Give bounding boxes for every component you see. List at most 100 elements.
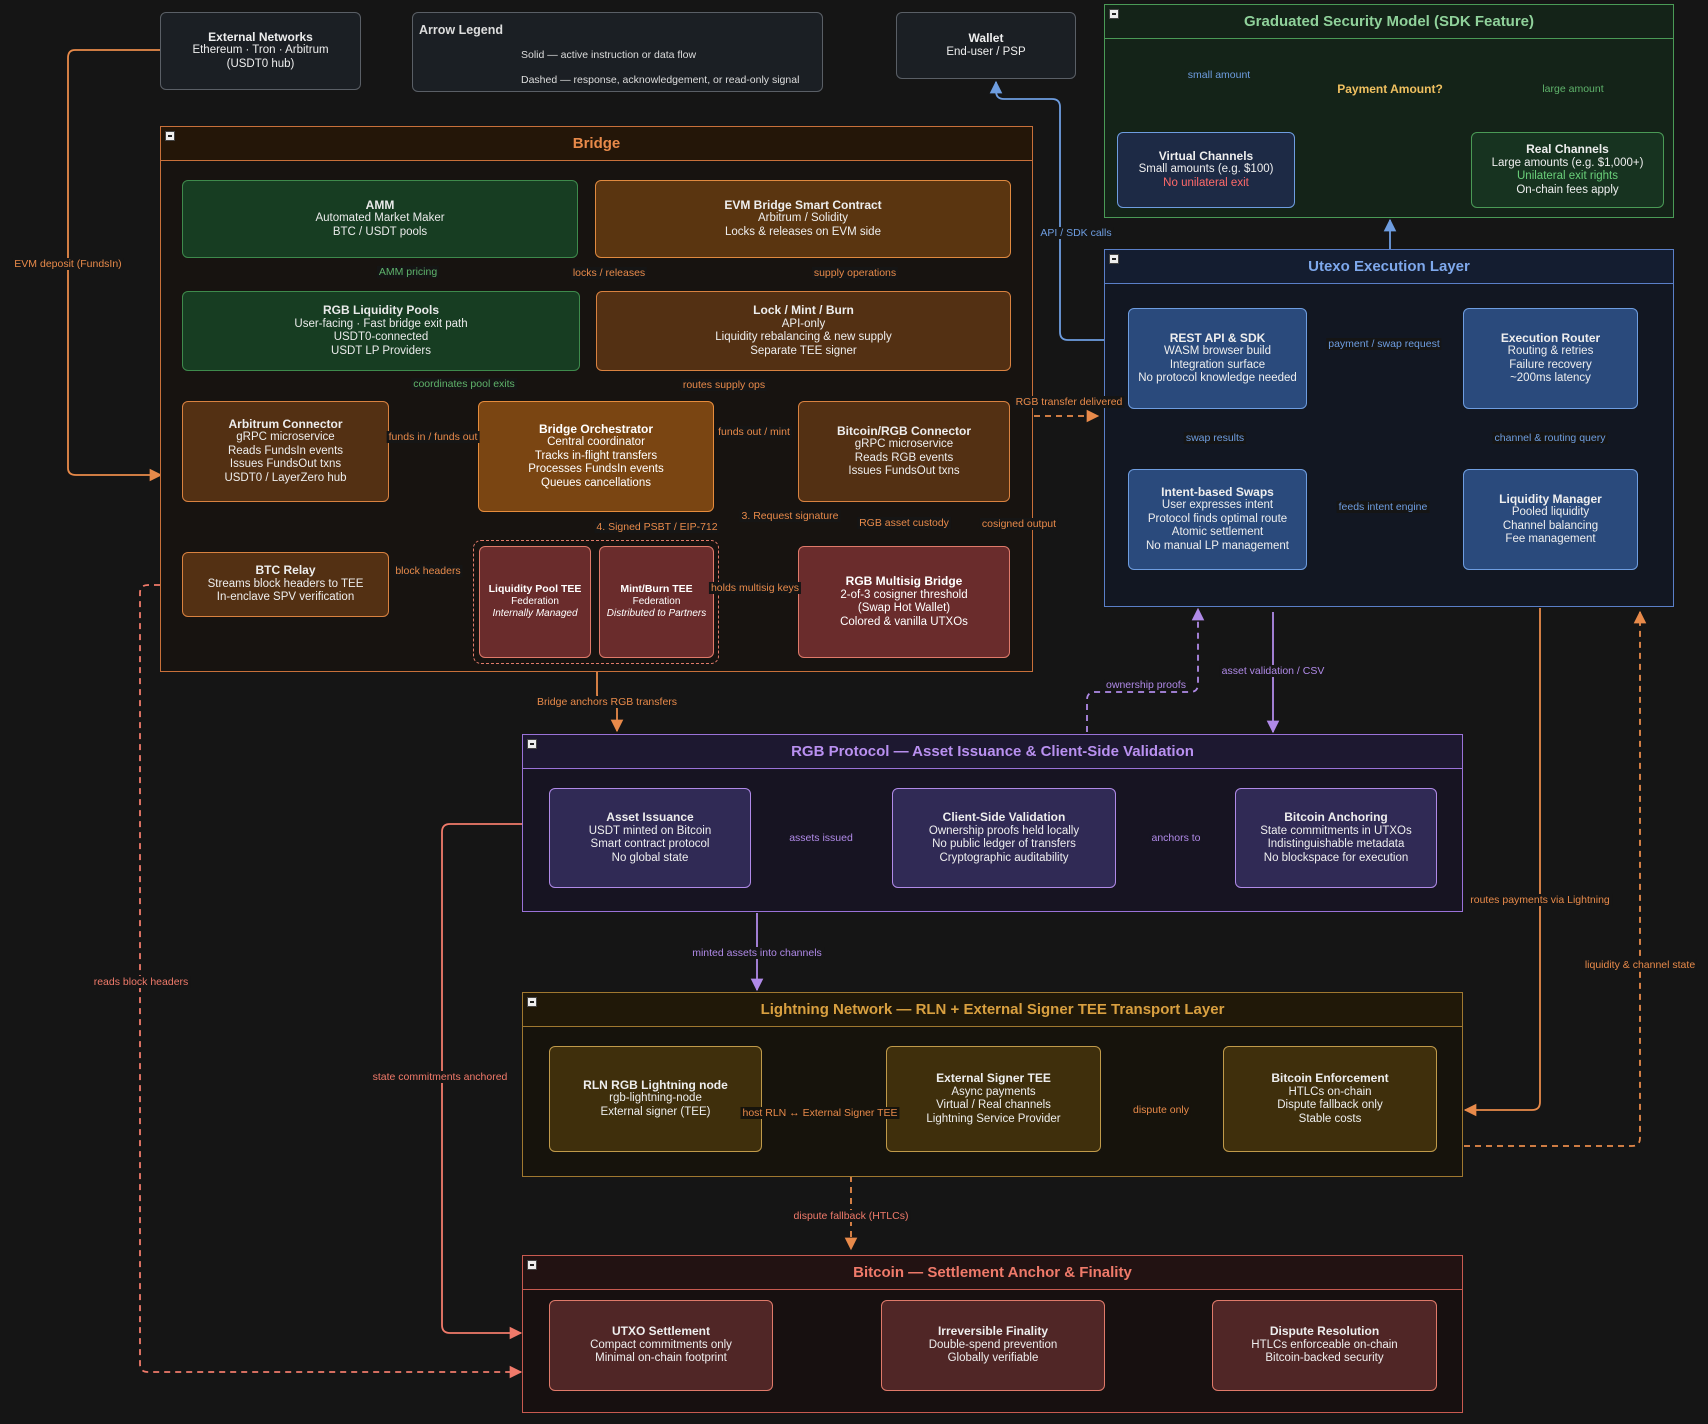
signer-line-2: Virtual / Real channels bbox=[936, 1099, 1051, 1111]
router-line-3: ~200ms latency bbox=[1510, 372, 1591, 384]
bitcoin-enforcement-node: Bitcoin Enforcement HTLCs on-chain Dispu… bbox=[1223, 1046, 1437, 1152]
label-funds-in-out: funds in / funds out bbox=[386, 431, 480, 443]
enforce-title: Bitcoin Enforcement bbox=[1271, 1071, 1389, 1085]
execution-router-node: Execution Router Routing & retries Failu… bbox=[1463, 308, 1638, 409]
collapse-icon[interactable] bbox=[165, 131, 175, 141]
enforce-line-3: Stable costs bbox=[1298, 1112, 1362, 1125]
pools-line-1: User-facing · Fast bridge exit path bbox=[294, 317, 468, 330]
collapse-icon[interactable] bbox=[1109, 9, 1119, 19]
label-holds-keys: holds multisig keys bbox=[708, 582, 802, 594]
tee-federation-cluster bbox=[473, 540, 719, 664]
virtual-title: Virtual Channels bbox=[1158, 148, 1254, 163]
issuance-line-1: USDT minted on Bitcoin bbox=[588, 824, 712, 837]
utxo-line-1: Compact commitments only bbox=[590, 1338, 732, 1351]
virtual-line-1: Small amounts (e.g. $100) bbox=[1138, 163, 1274, 176]
collapse-icon[interactable] bbox=[1109, 254, 1119, 264]
lmb-line-3: Separate TEE signer bbox=[750, 344, 857, 357]
ln-title: Lightning Network — RLN + External Signe… bbox=[523, 993, 1462, 1027]
real-extra: On-chain fees apply bbox=[1516, 183, 1619, 196]
bitcoin-anchoring-node: Bitcoin Anchoring State commitments in U… bbox=[1235, 788, 1437, 888]
orch-line-1: Central coordinator bbox=[547, 436, 645, 449]
label-minted-channels: minted assets into channels bbox=[690, 947, 824, 959]
label-amm-pricing: AMM pricing bbox=[376, 266, 440, 278]
pools-line-3: USDT LP Providers bbox=[331, 344, 431, 357]
btc-relay-node: BTC Relay Streams block headers to TEE I… bbox=[182, 552, 389, 617]
liq-title: Liquidity Manager bbox=[1499, 491, 1602, 506]
label-anchors-to: anchors to bbox=[1149, 832, 1203, 844]
relay-line-1: Streams block headers to TEE bbox=[207, 577, 364, 590]
arb-line-1: gRPC microservice bbox=[236, 431, 335, 444]
multisig-line-2: (Swap Hot Wallet) bbox=[857, 602, 951, 614]
collapse-icon[interactable] bbox=[527, 997, 537, 1007]
lmb-title: Lock / Mint / Burn bbox=[753, 303, 854, 317]
anchor-line-3: No blockspace for execution bbox=[1263, 851, 1409, 864]
pools-title: RGB Liquidity Pools bbox=[323, 303, 439, 317]
collapse-icon[interactable] bbox=[527, 739, 537, 749]
amm-node: AMM Automated Market Maker BTC / USDT po… bbox=[182, 180, 578, 258]
label-supply-ops: supply operations bbox=[811, 267, 899, 279]
client-side-validation-node: Client-Side Validation Ownership proofs … bbox=[892, 788, 1116, 888]
real-line-1: Large amounts (e.g. $1,000+) bbox=[1491, 156, 1644, 169]
label-routes-supply: routes supply ops bbox=[680, 379, 768, 391]
arb-line-3: Issues FundsOut txns bbox=[229, 458, 342, 471]
label-reads-headers: reads block headers bbox=[91, 976, 191, 988]
orch-line-4: Queues cancellations bbox=[541, 476, 651, 489]
label-feeds-intent: feeds intent engine bbox=[1336, 501, 1430, 513]
wallet-node: Wallet End-user / PSP bbox=[896, 12, 1076, 79]
btcrgb-line-2: Reads RGB events bbox=[854, 451, 954, 464]
label-req-sig: 3. Request signature bbox=[739, 510, 841, 522]
asset-issuance-node: Asset Issuance USDT minted on Bitcoin Sm… bbox=[549, 788, 751, 888]
evm-line-1: Arbitrum / Solidity bbox=[757, 212, 849, 225]
liquidity-manager-node: Liquidity Manager Pooled liquidity Chann… bbox=[1463, 469, 1638, 570]
rln-line-2: External signer (TEE) bbox=[600, 1105, 711, 1118]
lmb-line-2: Liquidity rebalancing & new supply bbox=[715, 331, 892, 343]
evm-line-2: Locks & releases on EVM side bbox=[725, 225, 881, 238]
collapse-icon[interactable] bbox=[527, 1260, 537, 1270]
rest-title: REST API & SDK bbox=[1169, 330, 1266, 345]
label-host-rln: host RLN ↔ External Signer TEE bbox=[740, 1107, 900, 1119]
amm-title: AMM bbox=[365, 197, 395, 212]
rln-line-1: rgb-lightning-node bbox=[609, 1092, 702, 1105]
issuance-line-2: Smart contract protocol bbox=[590, 838, 710, 850]
real-title: Real Channels bbox=[1526, 142, 1609, 156]
liquidity-pool-tee-node: Liquidity Pool TEE Federation Internally… bbox=[479, 546, 591, 658]
btcrgb-line-1: gRPC microservice bbox=[854, 438, 954, 450]
bridge-orchestrator-node: Bridge Orchestrator Central coordinator … bbox=[478, 401, 714, 512]
decision-label: Payment Amount? bbox=[1337, 82, 1443, 96]
label-rgb-custody: RGB asset custody bbox=[857, 517, 951, 529]
real-good: Unilateral exit rights bbox=[1517, 170, 1618, 182]
irreversible-finality-node: Irreversible Finality Double-spend preve… bbox=[881, 1300, 1105, 1391]
label-coord-pool: coordinates pool exits bbox=[411, 378, 517, 390]
liq-line-3: Fee management bbox=[1505, 533, 1596, 545]
lmb-line-1: API-only bbox=[781, 317, 826, 330]
dispute-line-2: Bitcoin-backed security bbox=[1265, 1352, 1384, 1365]
router-title: Execution Router bbox=[1500, 330, 1601, 345]
label-channel-routing: channel & routing query bbox=[1492, 432, 1608, 444]
external-signer-node: External Signer TEE Async payments Virtu… bbox=[886, 1046, 1101, 1152]
csv-title: Client-Side Validation bbox=[942, 810, 1066, 824]
real-channels-node: Real Channels Large amounts (e.g. $1,000… bbox=[1471, 132, 1664, 208]
utxo-settlement-node: UTXO Settlement Compact commitments only… bbox=[549, 1300, 773, 1391]
final-title: Irreversible Finality bbox=[937, 1324, 1049, 1339]
rgb-pools-node: RGB Liquidity Pools User-facing · Fast b… bbox=[182, 291, 580, 371]
swaps-line-3: Atomic settlement bbox=[1171, 526, 1264, 539]
edge-liq-state bbox=[1464, 610, 1647, 1147]
label-signed-psbt: 4. Signed PSBT / EIP-712 bbox=[594, 521, 720, 533]
lock-mint-burn-node: Lock / Mint / Burn API-only Liquidity re… bbox=[596, 291, 1011, 371]
label-bridge-anchors: Bridge anchors RGB transfers bbox=[534, 696, 680, 708]
anchor-line-2: Indistinguishable metadata bbox=[1267, 838, 1405, 850]
issuance-line-3: No global state bbox=[611, 851, 689, 864]
bridge-title: Bridge bbox=[161, 127, 1032, 161]
dispute-resolution-node: Dispute Resolution HTLCs enforceable on-… bbox=[1212, 1300, 1437, 1391]
legend-dashed-text: Dashed — response, acknowledgement, or r… bbox=[521, 74, 800, 86]
csv-line-3: Cryptographic auditability bbox=[939, 851, 1069, 864]
enforce-line-2: Dispute fallback only bbox=[1277, 1099, 1383, 1111]
btc-title: Bitcoin — Settlement Anchor & Finality bbox=[523, 1256, 1462, 1290]
swaps-line-4: No manual LP management bbox=[1146, 539, 1289, 552]
relay-title: BTC Relay bbox=[255, 563, 316, 578]
bitcoin-rgb-connector-node: Bitcoin/RGB Connector gRPC microservice … bbox=[798, 401, 1010, 502]
utexo-title: Utexo Execution Layer bbox=[1105, 250, 1673, 284]
multisig-line-3: Colored & vanilla UTXOs bbox=[840, 615, 968, 628]
rest-line-1: WASM browser build bbox=[1164, 345, 1271, 357]
csv-line-1: Ownership proofs held locally bbox=[928, 824, 1080, 837]
